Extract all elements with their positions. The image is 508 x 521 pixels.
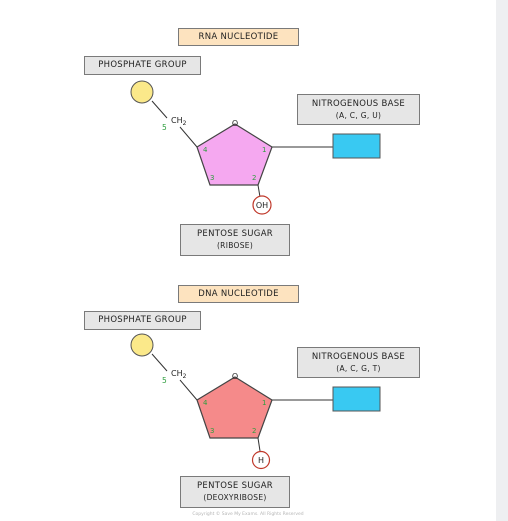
rna-phosphate-label-box: PHOSPHATE GROUP [84, 56, 201, 75]
rna-sugar-label-box: PENTOSE SUGAR (RIBOSE) [180, 224, 290, 256]
dna-sugar-label-line1: PENTOSE SUGAR [196, 481, 274, 491]
rna-phosphate-bond [151, 100, 168, 119]
dna-phosphate-label: PHOSPHATE GROUP [98, 315, 187, 325]
dna-oxygen: O [232, 372, 238, 381]
rna-carbon-4: 4 [203, 146, 208, 154]
dna-c2-group-circle [251, 450, 271, 470]
dna-nucleotide: H CH2 5 O 4 1 3 2 [130, 333, 381, 470]
rna-title: RNA NUCLEOTIDE [198, 31, 279, 42]
rna-phosphate-circle [130, 80, 154, 104]
copyright-notice: Copyright © Save My Exams. All Rights Re… [192, 512, 304, 517]
nucleotide-diagram: OH CH2 5 O 4 1 3 2 H CH2 5 O 4 1 3 2 [130, 80, 381, 470]
dna-sugar-label-line2: (DEOXYRIBOSE) [203, 493, 267, 502]
rna-c2-group: OH [256, 201, 268, 210]
dna-carbon-4: 4 [203, 399, 208, 407]
dna-deoxyribose-pentagon [196, 376, 273, 439]
dna-carbon-5: 5 [162, 376, 167, 385]
rna-base-label-line1: NITROGENOUS BASE [311, 98, 406, 109]
window-scrollbar-track[interactable] [496, 0, 508, 521]
dna-c2-group: H [258, 456, 264, 465]
dna-ch2-label: CH2 [171, 369, 187, 380]
dna-base-label-box: NITROGENOUS BASE (A, C, G, T) [297, 347, 420, 378]
dna-c2-bond [257, 437, 261, 452]
rna-base-label-line2: (A, C, G, U) [335, 110, 382, 120]
rna-base-label-box: NITROGENOUS BASE (A, C, G, U) [297, 94, 420, 125]
rna-phosphate-label: PHOSPHATE GROUP [98, 60, 187, 70]
rna-ch2-subscript: 2 [183, 120, 187, 127]
rna-c2-bond [257, 184, 261, 198]
dna-ch2-subscript: 2 [183, 373, 187, 380]
dna-base-rect [332, 386, 381, 412]
dna-carbon-1: 1 [262, 399, 266, 407]
dna-phosphate-bond [151, 353, 168, 372]
dna-title: DNA NUCLEOTIDE [198, 288, 279, 299]
dna-title-box: DNA NUCLEOTIDE [178, 285, 299, 303]
dna-base-label-line1: NITROGENOUS BASE [311, 351, 406, 362]
rna-title-box: RNA NUCLEOTIDE [178, 28, 299, 46]
dna-phosphate-circle [130, 333, 154, 357]
dna-ch2-text: CH [171, 369, 183, 378]
rna-base-rect [332, 133, 381, 159]
rna-ribose-pentagon [196, 123, 273, 186]
rna-sugar-label-line1: PENTOSE SUGAR [196, 229, 274, 239]
rna-carbon-3: 3 [210, 174, 214, 182]
rna-carbon-1: 1 [262, 146, 266, 154]
rna-ch2-bond [179, 126, 198, 148]
dna-base-label-line2: (A, C, G, T) [336, 363, 381, 373]
dna-sugar-label-box: PENTOSE SUGAR (DEOXYRIBOSE) [180, 476, 290, 508]
rna-nucleotide: OH CH2 5 O 4 1 3 2 [130, 80, 381, 215]
rna-carbon-5: 5 [162, 123, 167, 132]
rna-c2-group-circle [252, 195, 272, 215]
rna-oxygen: O [232, 119, 238, 128]
dna-carbon-3: 3 [210, 427, 214, 435]
rna-ch2-label: CH2 [171, 116, 187, 127]
rna-carbon-2: 2 [252, 174, 256, 182]
dna-ch2-bond [179, 379, 198, 401]
dna-phosphate-label-box: PHOSPHATE GROUP [84, 311, 201, 330]
dna-carbon-2: 2 [252, 427, 256, 435]
rna-sugar-label-line2: (RIBOSE) [216, 241, 254, 250]
rna-ch2-text: CH [171, 116, 183, 125]
